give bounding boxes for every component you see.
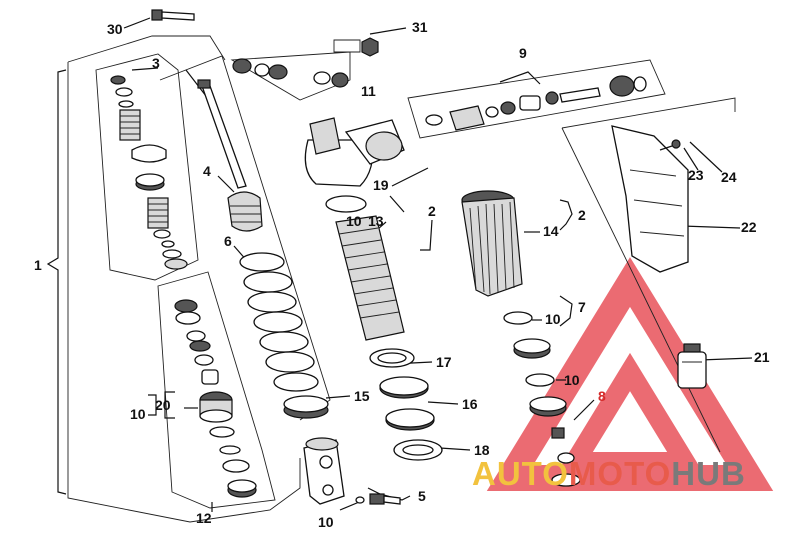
svg-text:AUTOMOTOHUB: AUTOMOTOHUB bbox=[472, 455, 746, 492]
nut-31 bbox=[361, 37, 379, 57]
callout-19: 19 bbox=[373, 177, 389, 193]
adjuster-screw-5 bbox=[355, 493, 401, 505]
callout-12: 12 bbox=[196, 510, 212, 526]
callout-15: 15 bbox=[354, 388, 370, 404]
coil-spring-6 bbox=[239, 252, 319, 392]
callout-10e: 10 bbox=[318, 514, 334, 530]
watermark-logo: AUTOMOTOHUB bbox=[472, 455, 746, 492]
bellows-14 bbox=[461, 190, 523, 297]
callout-17: 17 bbox=[436, 354, 452, 370]
callout-2a: 2 bbox=[428, 203, 436, 219]
valve-lower-stack bbox=[174, 299, 257, 498]
piston-rod-3 bbox=[197, 79, 247, 189]
callout-21: 21 bbox=[754, 349, 770, 365]
callout-labels: 30 31 3 9 11 4 19 2 2 10 13 14 22 23 24 … bbox=[34, 19, 770, 530]
callout-1: 1 bbox=[34, 257, 42, 273]
callout-14: 14 bbox=[543, 223, 559, 239]
locknut-16 bbox=[379, 376, 435, 431]
reservoir-stack-7-8 bbox=[503, 311, 581, 487]
bolt-30 bbox=[151, 9, 195, 21]
callout-8: 8 bbox=[598, 388, 606, 404]
washer-18 bbox=[393, 439, 443, 461]
damper-body-13 bbox=[325, 195, 405, 341]
bump-stop-4 bbox=[227, 191, 263, 232]
callout-4: 4 bbox=[203, 163, 211, 179]
watermark-moto: MOTO bbox=[569, 455, 671, 492]
callout-3: 3 bbox=[152, 55, 160, 71]
group-outlines bbox=[67, 35, 736, 523]
bushings-11 bbox=[232, 58, 349, 88]
callout-11: 11 bbox=[361, 83, 376, 99]
callout-6: 6 bbox=[224, 233, 232, 249]
linkage-9 bbox=[425, 75, 647, 131]
callout-18: 18 bbox=[474, 442, 490, 458]
callout-16: 16 bbox=[462, 396, 478, 412]
callout-10b: 10 bbox=[545, 311, 561, 327]
lower-clevis bbox=[303, 437, 345, 505]
callout-30: 30 bbox=[107, 21, 123, 37]
callout-9: 9 bbox=[519, 45, 527, 61]
callout-2b: 2 bbox=[578, 207, 586, 223]
reservoir-head-19 bbox=[304, 117, 405, 187]
callout-10c: 10 bbox=[564, 372, 580, 388]
callout-7: 7 bbox=[578, 299, 586, 315]
watermark-hub: HUB bbox=[671, 455, 746, 492]
callout-31: 31 bbox=[412, 19, 428, 35]
callout-23: 23 bbox=[688, 167, 704, 183]
mudguard-22 bbox=[611, 125, 689, 273]
callout-13: 13 bbox=[368, 213, 384, 229]
cartridge-upper-stack bbox=[110, 75, 188, 270]
callout-10a: 10 bbox=[346, 213, 362, 229]
spring-seat-15 bbox=[283, 395, 329, 419]
callout-22: 22 bbox=[741, 219, 757, 235]
callout-10d: 10 bbox=[130, 406, 146, 422]
watermark-auto: AUTO bbox=[472, 455, 569, 492]
callout-24: 24 bbox=[721, 169, 737, 185]
callout-5: 5 bbox=[418, 488, 426, 504]
brackets bbox=[46, 69, 573, 501]
ring-17 bbox=[369, 348, 415, 368]
screw-23-24 bbox=[659, 139, 681, 151]
callout-20: 20 bbox=[155, 397, 171, 413]
oil-bottle-21 bbox=[677, 343, 707, 389]
leader-lines bbox=[123, 17, 753, 512]
